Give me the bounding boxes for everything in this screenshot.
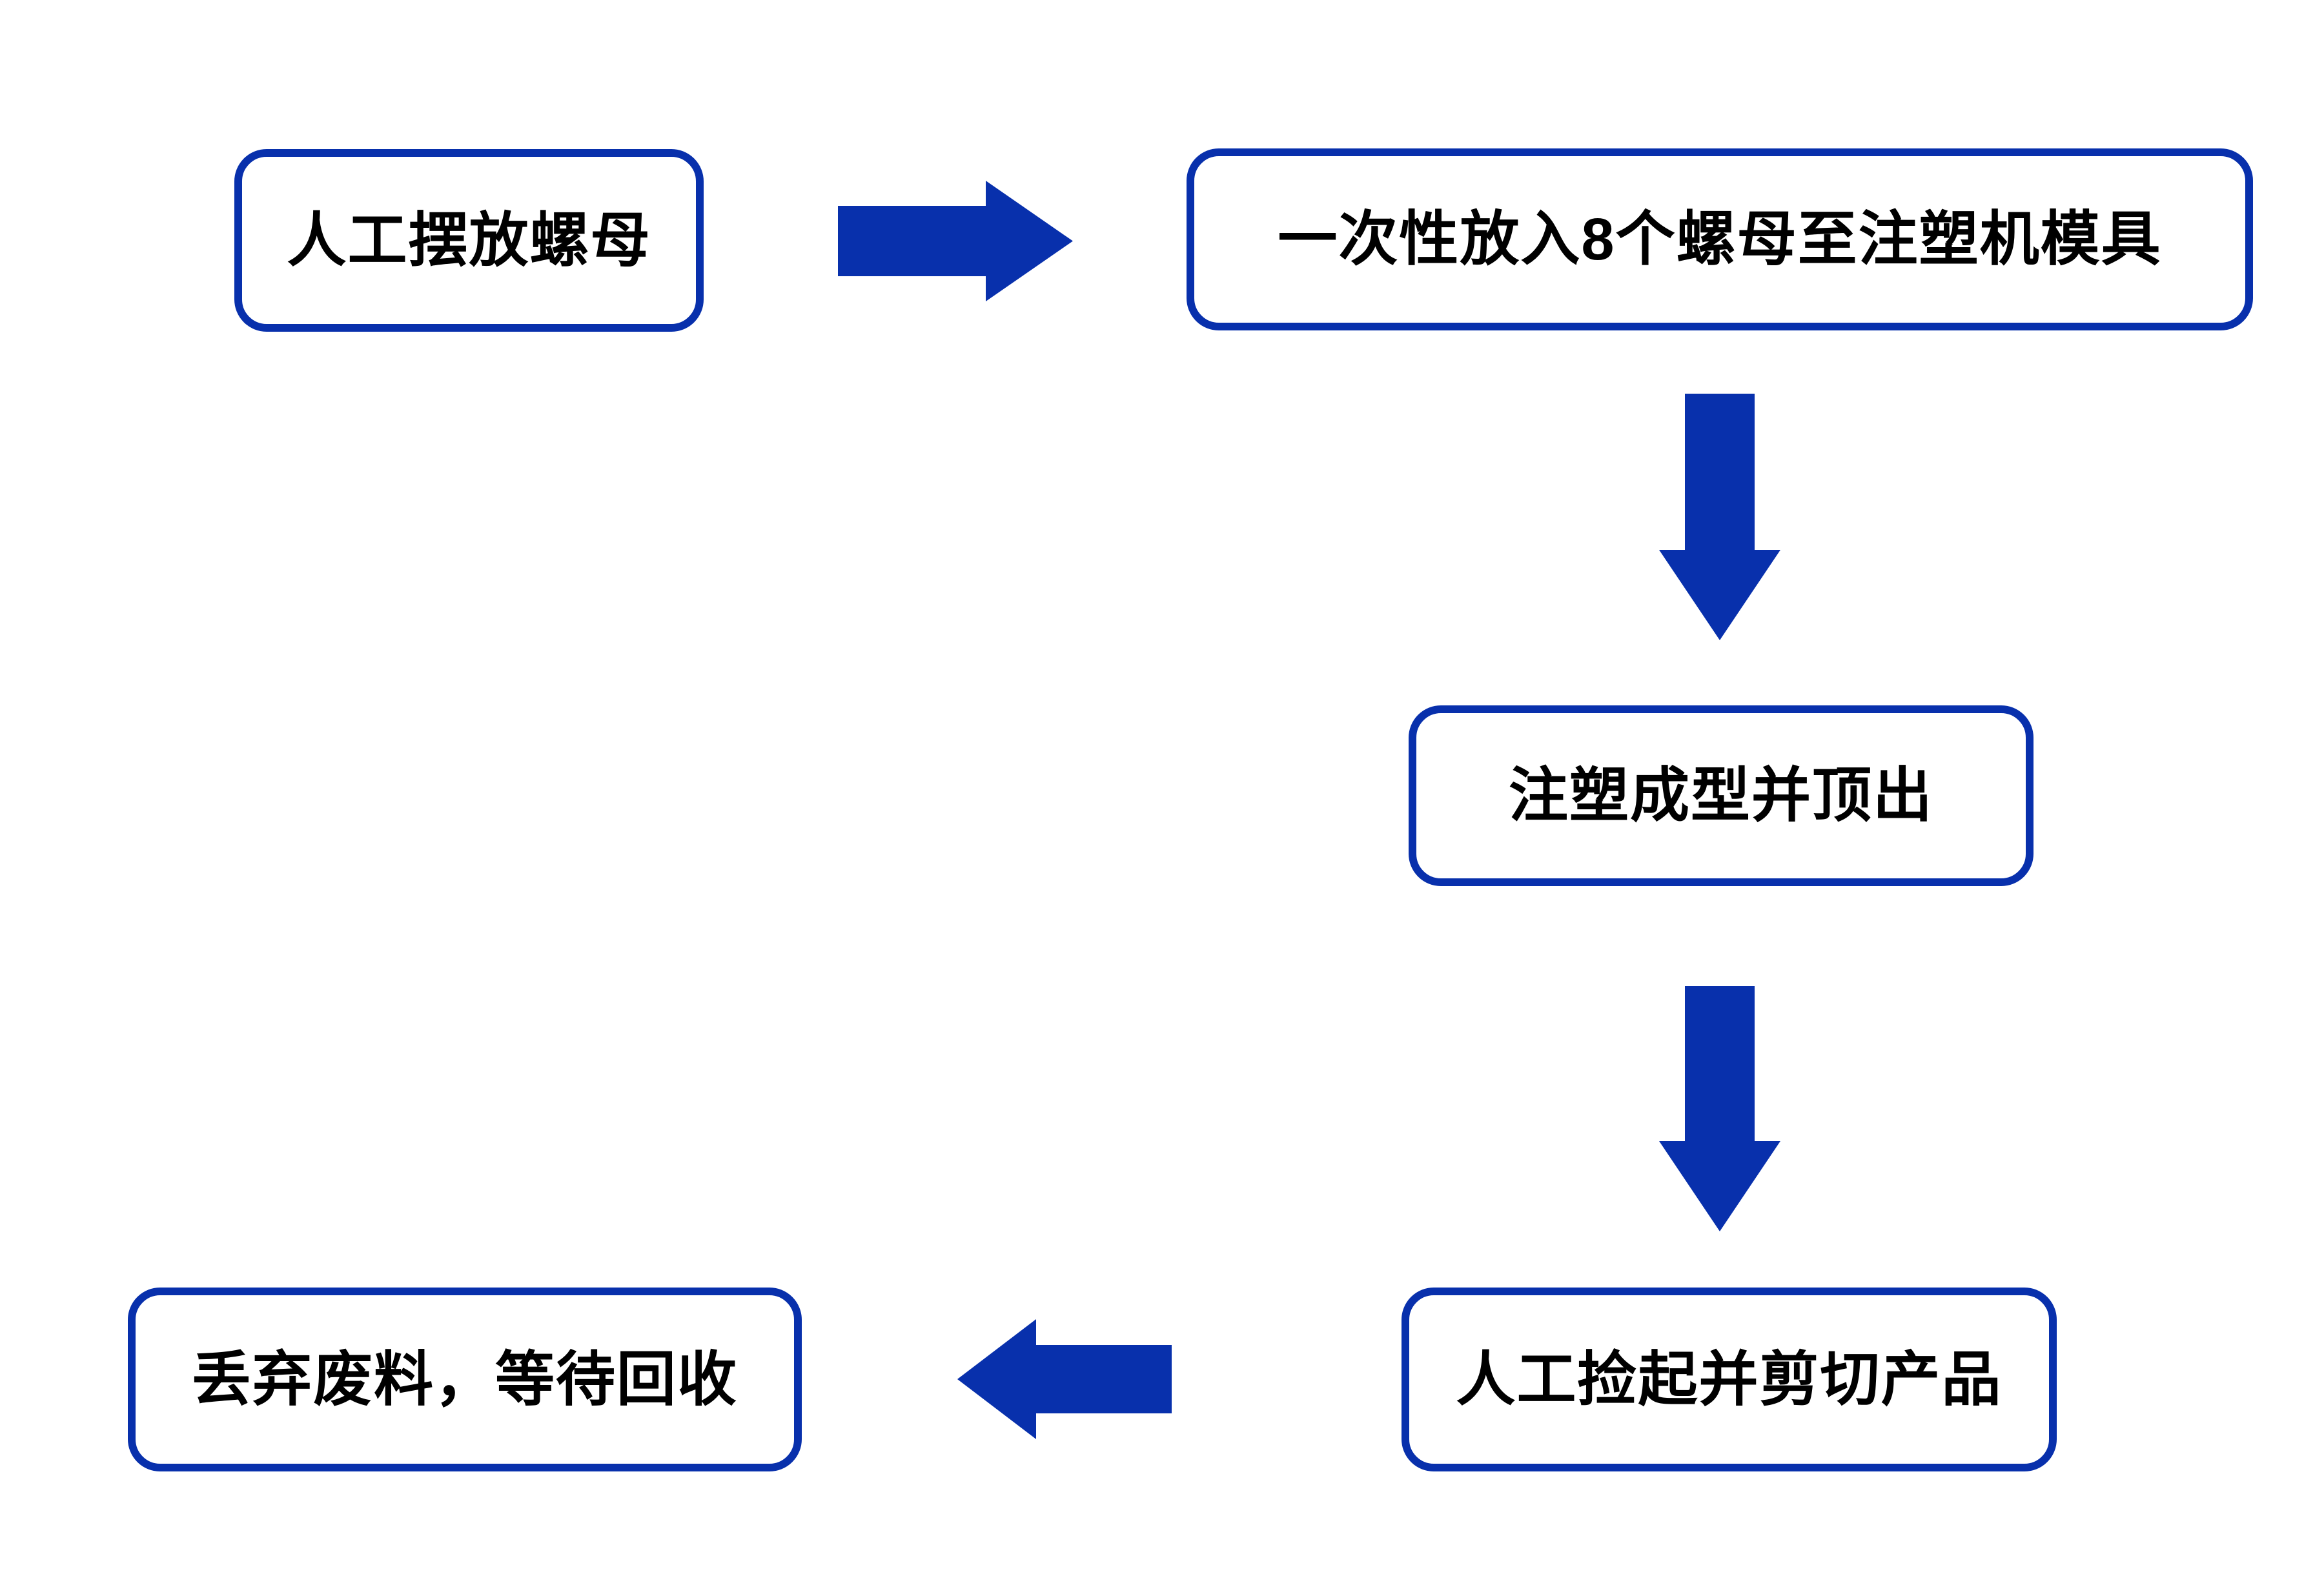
flow-node-injection-molding-eject-label: 注塑成型并顶出 <box>1508 763 1933 829</box>
flow-node-pickup-cut-product-label: 人工捡起并剪切产品 <box>1456 1346 2003 1413</box>
arrow-down-icon-1 <box>1659 394 1780 640</box>
flow-node-insert-nuts-into-mold: 一次性放入8个螺母至注塑机模具 <box>1187 148 2253 330</box>
flow-node-pickup-cut-product: 人工捡起并剪切产品 <box>1402 1288 2057 1471</box>
flow-node-place-nuts: 人工摆放螺母 <box>234 149 704 332</box>
flow-node-discard-waste-recycle-label: 丢弃废料，等待回收 <box>191 1346 738 1413</box>
arrow-left-icon <box>957 1319 1172 1439</box>
arrow-right-icon <box>838 181 1073 301</box>
flow-node-injection-molding-eject: 注塑成型并顶出 <box>1409 705 2034 886</box>
flow-node-discard-waste-recycle: 丢弃废料，等待回收 <box>128 1288 802 1471</box>
flow-node-place-nuts-label: 人工摆放螺母 <box>287 207 651 274</box>
arrow-down-icon-2 <box>1659 986 1780 1231</box>
flow-node-insert-nuts-into-mold-label: 一次性放入8个螺母至注塑机模具 <box>1278 207 2162 272</box>
